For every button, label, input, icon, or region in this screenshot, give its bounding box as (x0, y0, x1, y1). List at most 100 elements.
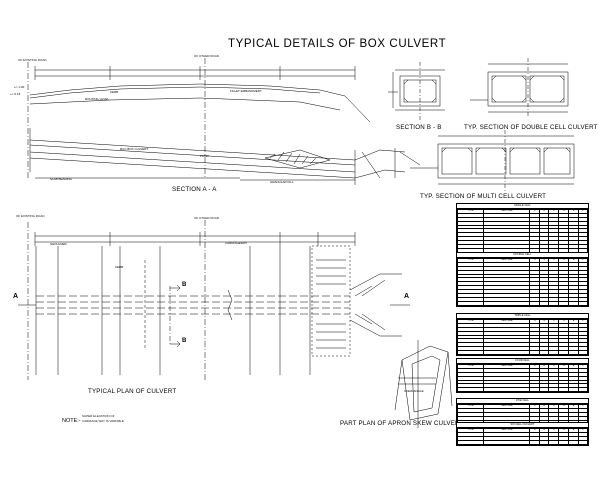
schedule-header-cell: F (577, 404, 589, 409)
svg-text:+/- 0.15: +/- 0.15 (10, 92, 21, 96)
marker-b-bottom: B (182, 338, 187, 344)
schedule-cell (558, 439, 570, 445)
caption-section-aa: SECTION A - A (172, 186, 217, 193)
svg-text:ROUTING LEVEL: ROUTING LEVEL (85, 97, 109, 101)
caption-apron: PART PLAN OF APRON SKEW CULVERT (340, 420, 464, 427)
schedule-title: DOUBLE CELL (457, 253, 588, 258)
schedule-title: SIX CELL CULVERT (457, 423, 588, 428)
schedule-cell (456, 387, 485, 393)
section-aa-drawing: ROUTING LEVEL KERB FILLET EMBANKMENT RCC… (10, 58, 421, 185)
drawing-title: TYPICAL DETAILS OF BOX CULVERT (228, 38, 447, 50)
schedule-header-cell: CELL SIZE (483, 209, 531, 214)
schedule-cell (529, 350, 540, 356)
schedule-title: SINGLE CELL (457, 204, 588, 209)
label-existing-road-2: OF EXISTING ROAD (16, 214, 45, 218)
schedule-cell (539, 350, 550, 356)
schedule-header-cell: CELL SIZE (483, 258, 531, 263)
schedule-header-cell: CELL SIZE (483, 364, 531, 369)
schedule-cell (568, 300, 579, 306)
apron-skew-drawing: SKEW ANGLE (394, 340, 453, 428)
schedule-cell (577, 350, 589, 356)
schedule-cell (539, 300, 550, 306)
schedule-header-cell: D (558, 319, 570, 324)
svg-text:+/- 1.00: +/- 1.00 (14, 85, 25, 89)
svg-text:CARRIAGEWAY: CARRIAGEWAY (225, 241, 247, 245)
schedule-row (456, 383, 589, 389)
schedule-cell (568, 439, 579, 445)
schedule-header-cell: D (558, 428, 570, 433)
svg-text:RCC BOX CULVERT: RCC BOX CULVERT (120, 147, 148, 151)
svg-text:SLAB BEARING: SLAB BEARING (50, 177, 73, 181)
caption-double-cell: TYP. SECTION OF DOUBLE CELL CULVERT (464, 124, 598, 131)
note-heading: NOTE:- (62, 418, 81, 424)
label-existing-road-1: OF EXISTING ROAD (18, 58, 47, 62)
multi-cell-drawing (410, 130, 575, 192)
schedule-cell (558, 350, 570, 356)
schedule-title: FOUR CELL (457, 359, 588, 364)
marker-a-left: A (13, 293, 19, 300)
schedule-cell (577, 387, 589, 393)
schedule-title: FIVE CELL (457, 399, 588, 404)
svg-text:SKEW ANGLE: SKEW ANGLE (404, 389, 424, 393)
schedule-header-cell: F (577, 364, 589, 369)
schedule-cell (483, 439, 531, 445)
caption-section-bb: SECTION B - B (396, 124, 442, 131)
schedule-cell (568, 387, 579, 393)
marker-b-top: B (182, 282, 187, 288)
schedule-cell (548, 439, 560, 445)
schedule-cell (483, 350, 531, 356)
schedule-header-cell: CELL SIZE (483, 319, 531, 324)
svg-text:GRANULAR FILL: GRANULAR FILL (270, 180, 294, 184)
svg-text:KERB: KERB (110, 90, 118, 94)
schedule-header-cell: D (558, 404, 570, 409)
schedule-header-cell: CELL SIZE (483, 404, 531, 409)
schedule-header-cell: D (558, 364, 570, 369)
schedule-row (456, 236, 589, 242)
svg-text:SHOULDER: SHOULDER (50, 242, 68, 246)
label-other-road-1: OF OTHER ROAD (194, 54, 220, 58)
svg-text:FILLET EMBANKMENT: FILLET EMBANKMENT (230, 89, 262, 93)
schedule-cell (529, 439, 540, 445)
schedule-cell (548, 387, 560, 393)
schedule-cell (529, 300, 540, 306)
marker-a-right: A (404, 293, 410, 300)
caption-plan: TYPICAL PLAN OF CULVERT (88, 388, 177, 395)
schedule-cell (548, 350, 560, 356)
schedule-cell (577, 300, 589, 306)
svg-text:KERB: KERB (115, 265, 123, 269)
schedule-header-cell: F (577, 428, 589, 433)
schedule-cell (483, 387, 531, 393)
schedule-header-cell: F (577, 209, 589, 214)
double-cell-drawing (470, 58, 569, 116)
label-other-road-2: OF OTHER ROAD (194, 216, 220, 220)
schedule-header-cell: D (558, 258, 570, 263)
schedule-cell (456, 300, 485, 306)
schedule-header-cell: D (558, 209, 570, 214)
schedule-cell (529, 387, 540, 393)
schedule-row (456, 350, 589, 356)
schedule-cell (539, 387, 550, 393)
schedule-cell (483, 300, 531, 306)
schedule-cell (548, 300, 560, 306)
schedule-title: TRIPLE CELL (457, 314, 588, 319)
schedule-row (456, 387, 589, 393)
schedule-cell (568, 350, 579, 356)
schedule-row (456, 244, 589, 249)
schedule-cell (456, 439, 485, 445)
section-bb-drawing (388, 62, 445, 120)
note-line-2: CARRIAGE WAY IS VARIABLE (82, 419, 124, 423)
